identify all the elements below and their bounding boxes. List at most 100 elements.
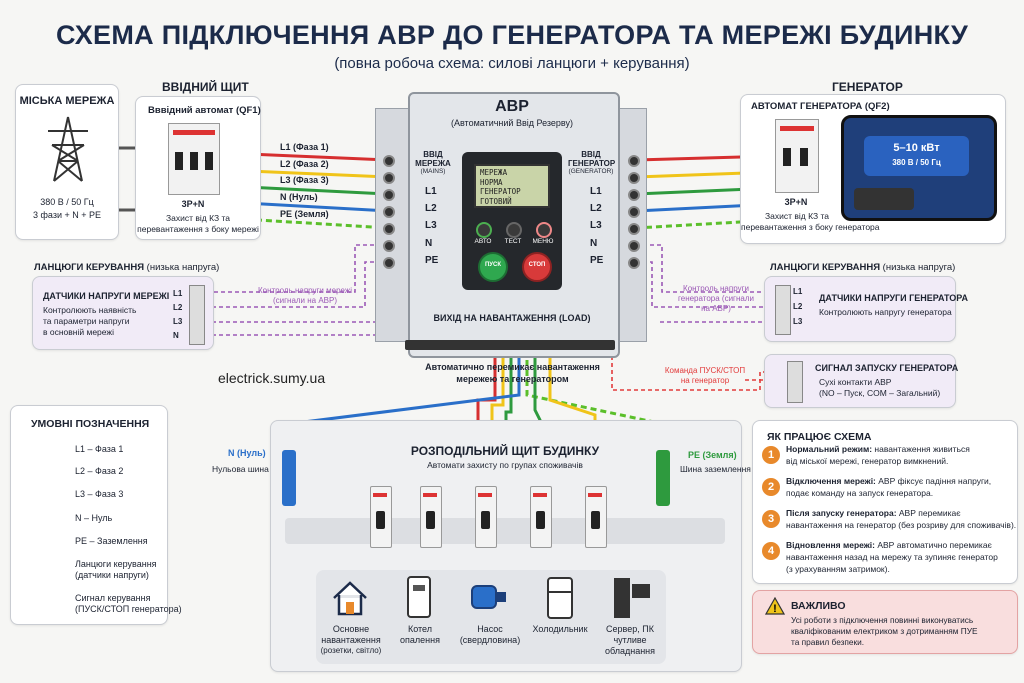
generator-image: 5–10 кВт 380 В / 50 Гц [841, 115, 997, 221]
ats-subtitle: (Автоматичний Ввід Резерву) [450, 118, 574, 128]
fridge-icon [547, 577, 573, 619]
input-breaker-type: 3P+N [181, 199, 205, 209]
ats-caption-1: Автоматично перемикає навантаження [425, 362, 600, 372]
wire-label-pe: PE (Земля) [280, 209, 329, 219]
neutral-label: N (Нуль) [228, 448, 266, 458]
city-grid-spec: 380 В / 50 Гц [40, 197, 94, 207]
test-button[interactable] [506, 222, 522, 238]
legend-n: N – Нуль [75, 513, 113, 523]
legend-l3: L3 – Фаза 3 [75, 489, 124, 499]
input-breaker-note1: Захист від КЗ та [166, 213, 230, 223]
wire-label-l3: L3 (Фаза 3) [280, 175, 329, 185]
wire-mains-pe [225, 216, 389, 230]
control-left-wire-1: Контроль напруги мережі [257, 286, 353, 295]
server-icon [614, 578, 650, 618]
control-left-wire-2: (сигнали на АВР) [272, 296, 338, 305]
consumer-5-name: Сервер, ПК [606, 624, 654, 634]
breaker-4 [530, 486, 552, 548]
pe-label: PE (Земля) [688, 450, 737, 460]
mains-sensor-desc-3: в основній мережі [43, 327, 114, 337]
menu-button[interactable] [536, 222, 552, 238]
control-right-box: L1 L2 L3 ДАТЧИКИ НАПРУГИ ГЕНЕРАТОРА Конт… [764, 276, 968, 342]
step-1-num: 1 [762, 446, 780, 464]
warning-box: ! ВАЖЛИВО Усі роботи з підключення повин… [752, 590, 1018, 654]
input-breaker-title: Вввідний автомат (QF1) [148, 105, 261, 116]
city-grid-title: МІСЬКА МЕРЕЖА [19, 95, 115, 107]
mains-sensor-title: ДАТЧИКИ НАПРУГИ МЕРЕЖІ [43, 291, 170, 301]
step-2-text2: подає команду на запуск генератора. [786, 488, 934, 498]
warning-title: ВАЖЛИВО [791, 600, 846, 612]
gen-sensor-l3: L3 [793, 317, 803, 326]
breaker-2 [420, 486, 442, 548]
ats-gen-label-2: ГЕНЕРАТОР [568, 159, 616, 168]
warning-icon: ! [765, 597, 785, 615]
neutral-bus [282, 450, 296, 506]
control-right-wire-1: Контроль напруги [683, 284, 749, 293]
consumer-3-name2: (свердловина) [459, 635, 521, 645]
how-title: ЯК ПРАЦЮЄ СХЕМА [767, 431, 872, 443]
mains-sensor-desc-1: Контролюють наявність [43, 305, 137, 315]
ats-unit [408, 92, 620, 358]
gen-sensor-l1: L1 [793, 287, 803, 296]
power-tower-icon [48, 116, 88, 182]
ats-left-terminal-l1: L1 [425, 186, 437, 197]
control-left-section: ЛАНЦЮГИ КЕРУВАННЯ (низька напруга) [34, 262, 220, 273]
legend-control: Ланцюги керування [75, 559, 157, 569]
boiler-icon [407, 576, 431, 618]
ats-left-terminal-n: N [425, 238, 433, 249]
warning-line-3: та правил безпеки. [791, 637, 865, 647]
ats-output-terminals [405, 340, 615, 350]
lcd-line-3: ГЕНЕРАТОР [480, 187, 521, 196]
legend-control-2: (датчики напруги) [75, 570, 149, 580]
city-grid-box: МІСЬКА МЕРЕЖА 380 В / 50 Гц 3 фази + N +… [15, 84, 119, 240]
ats-right-terminal-l1: L1 [590, 186, 602, 197]
start-signal-box: СИГНАЛ ЗАПУСКУ ГЕНЕРАТОРА Сухі контакти … [764, 354, 958, 408]
gen-note2: перевантаження з боку генератора [741, 222, 880, 232]
start-signal-desc-2: (NO – Пуск, COM – Загальний) [819, 388, 941, 398]
din-rail [285, 518, 725, 544]
consumer-1-name2: навантаження [321, 635, 381, 645]
step-4-text3: (з урахуванням затримок). [786, 564, 890, 574]
ats-gen-label-1: ВВІД [581, 150, 601, 159]
how-box: ЯК ПРАЦЮЄ СХЕМА [752, 420, 1018, 584]
legend-l2: L2 – Фаза 2 [75, 466, 124, 476]
breaker-1 [370, 486, 392, 548]
wire-label-l1: L1 (Фаза 1) [280, 142, 329, 152]
step-4-num: 4 [762, 542, 780, 560]
ats-gen-label-3: (GENERATOR) [568, 168, 614, 175]
warning-line-1: Усі роботи з підключення повинні виконув… [791, 615, 974, 625]
stop-button[interactable]: СТОП [522, 252, 552, 282]
consumer-3-name: Насос [477, 624, 503, 634]
ats-right-terminal-n: N [590, 238, 598, 249]
ats-output-label: ВИХІД НА НАВАНТАЖЕННЯ (LOAD) [433, 313, 591, 323]
pe-bus-label: Шина заземлення [680, 464, 751, 474]
consumer-1-name: Основне [332, 624, 370, 634]
step-4-text2: навантаження назад на мережу та зупиняє … [786, 552, 998, 562]
step-1-text2: від міської мережі, генератор вимкнений. [786, 456, 949, 466]
mains-sensor-l1: L1 [173, 289, 183, 298]
pe-bus [656, 450, 670, 506]
consumer-1-sub: (розетки, світло) [320, 646, 382, 655]
legend-l1: L1 – Фаза 1 [75, 444, 124, 454]
page-title: СХЕМА ПІДКЛЮЧЕННЯ АВР ДО ГЕНЕРАТОРА ТА М… [55, 20, 969, 50]
control-right-section: ЛАНЦЮГИ КЕРУВАННЯ (низька напруга) [770, 262, 956, 273]
wire-gen-pe [635, 218, 776, 230]
ats-mains-label-1: ВВІД [423, 150, 443, 159]
ats-left-terminal-pe: PE [425, 255, 439, 266]
lcd-line-4: ГОТОВИЙ [480, 196, 512, 206]
start-label: ПУСК [484, 262, 502, 268]
gen-note1: Захист від КЗ та [765, 211, 829, 221]
input-panel-box: Вввідний автомат (QF1) 3P+N Захист від К… [135, 96, 261, 240]
start-button[interactable]: ПУСК [478, 252, 508, 282]
legend-box: УМОВНІ ПОЗНАЧЕННЯ L1 – Фаза 1 L2 – Фаза … [10, 405, 182, 625]
gen-breaker-type: 3P+N [784, 197, 808, 207]
control-left-box: ДАТЧИКИ НАПРУГИ МЕРЕЖІ Контролюють наявн… [32, 276, 214, 350]
auto-button[interactable] [476, 222, 492, 238]
control-right-wire-3: на АВР) [701, 304, 731, 313]
consumer-4-name: Холодильник [532, 624, 588, 634]
mains-sensor-l3: L3 [173, 317, 183, 326]
mains-sensor-l2: L2 [173, 303, 183, 312]
ats-right-terminal-pe: PE [590, 255, 604, 266]
ats-lcd-display: МЕРЕЖА НОРМА ГЕНЕРАТОР ГОТОВИЙ [474, 164, 550, 208]
legend-signal-2: (ПУСК/СТОП генератора) [75, 604, 182, 614]
